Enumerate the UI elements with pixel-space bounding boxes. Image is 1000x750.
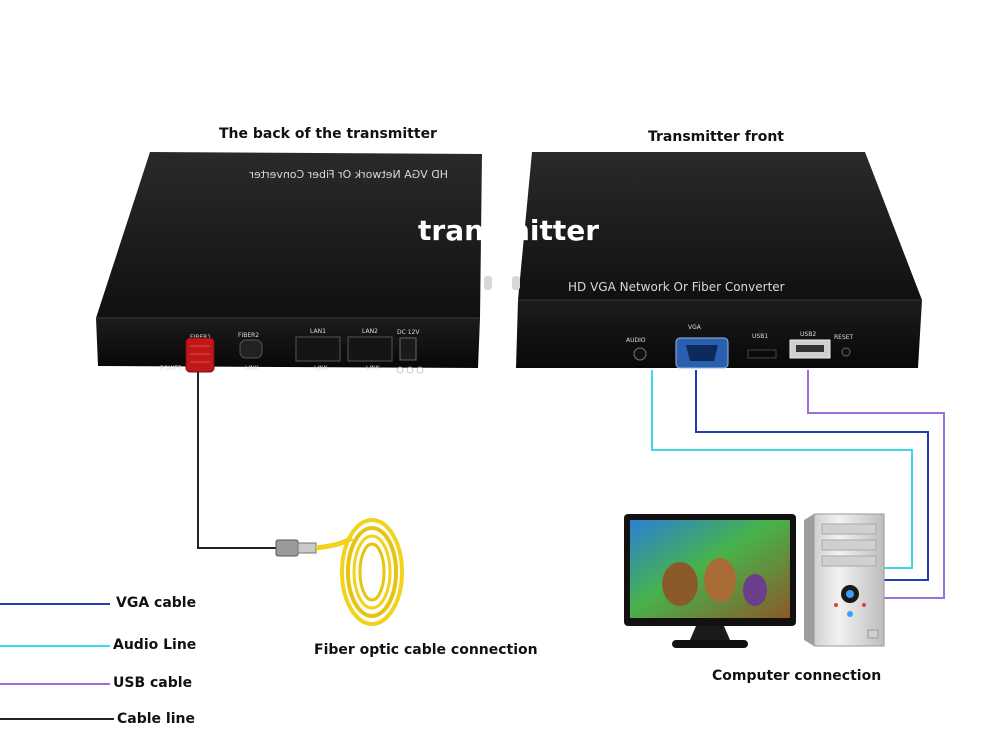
- computer-caption: Computer connection: [712, 668, 882, 684]
- fiber-caption: Fiber optic cable connection: [314, 642, 538, 658]
- reset-button: [841, 347, 851, 357]
- unit-coupler: [484, 276, 520, 290]
- transmitter-front-unit: HD VGA Network Or Fiber Converter AUDIO …: [516, 152, 922, 369]
- monitor-icon: [624, 514, 796, 648]
- dc-polarity-icon: [396, 366, 424, 374]
- port-label-usb1: USB1: [752, 333, 768, 340]
- port-label-link-3: LINK: [366, 365, 381, 372]
- fiber1-connector: [185, 337, 215, 373]
- legend-label-vga: VGA cable: [116, 595, 197, 611]
- usb1-port: [747, 349, 777, 359]
- audio-line-cable: [651, 370, 913, 569]
- device-top-label-mirrored: HD VGA Network Or Fiber Converter: [249, 168, 448, 181]
- device-front-label: HD VGA Network Or Fiber Converter: [568, 280, 785, 294]
- port-label-link-1: LINK: [245, 365, 260, 372]
- port-label-vga: VGA: [688, 324, 702, 331]
- port-label-lan1: LAN1: [310, 328, 326, 335]
- usb-cable: [807, 370, 945, 599]
- dc-12v-port: [399, 337, 417, 361]
- port-label-power: POWER: [160, 365, 182, 372]
- back-title: The back of the transmitter: [219, 126, 437, 142]
- fiber2-port: [239, 339, 263, 359]
- port-label-audio: AUDIO: [626, 337, 646, 344]
- pc-tower-icon: [804, 513, 885, 647]
- lan2-port: [347, 336, 393, 362]
- port-label-fiber2: FIBER2: [238, 332, 259, 339]
- fiber-connector: [275, 535, 354, 557]
- legend-label-audio: Audio Line: [113, 637, 197, 653]
- audio-port: [633, 347, 647, 361]
- vga-port: [675, 337, 729, 369]
- fiber-cable-coil-icon: [340, 518, 404, 626]
- transmitter-title: transmitter: [418, 214, 600, 247]
- usb2-port: [789, 339, 831, 359]
- transmitter-back-unit: HD VGA Network Or Fiber Converter FIBER1…: [96, 152, 482, 374]
- legend-label-usb: USB cable: [113, 675, 193, 691]
- port-label-link-2: LINK: [314, 365, 329, 372]
- fiber-cable-line: [197, 372, 276, 549]
- port-label-usb2: USB2: [800, 331, 816, 338]
- legend-label-cable: Cable line: [117, 711, 195, 727]
- front-title: Transmitter front: [648, 129, 784, 145]
- port-label-lan2: LAN2: [362, 328, 378, 335]
- lan1-port: [295, 336, 341, 362]
- vga-cable: [695, 370, 929, 581]
- port-label-reset: RESET: [834, 334, 854, 341]
- port-label-dc12v: DC 12V: [397, 329, 420, 336]
